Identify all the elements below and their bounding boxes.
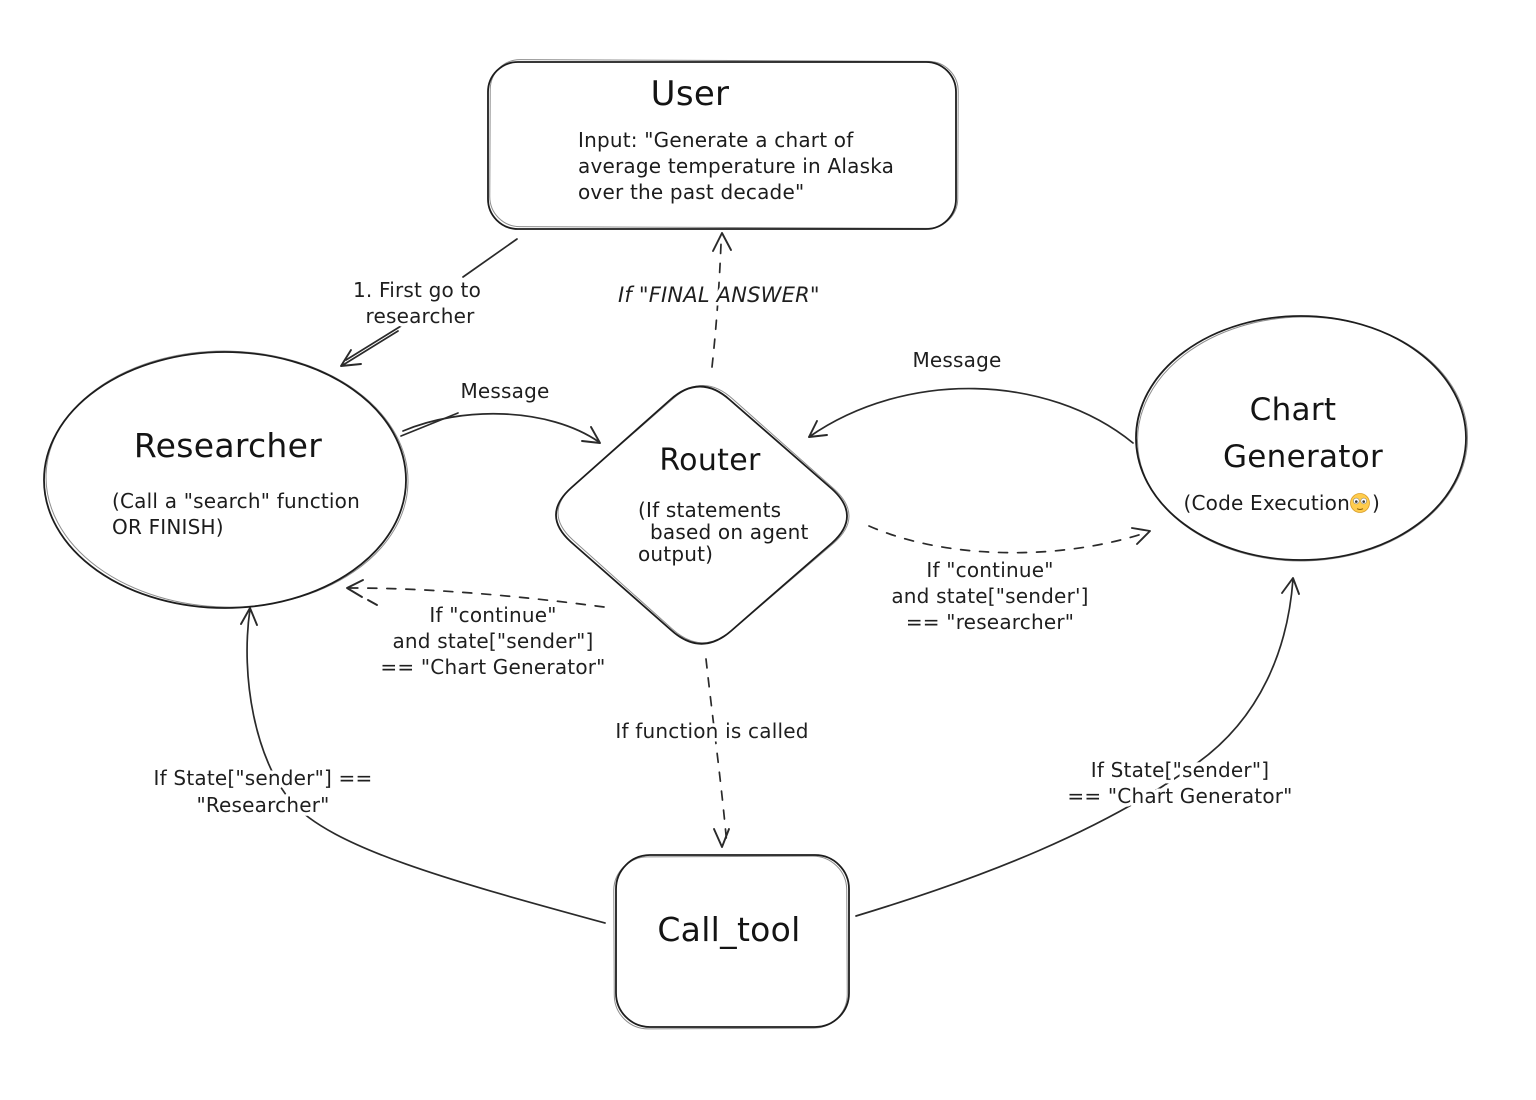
researcher-ellipse: [43, 351, 407, 609]
edge-researcher-to-router: [402, 412, 600, 443]
arrowhead-to-router-left: [581, 426, 601, 444]
router-node: Router (If statements based on agent out…: [555, 385, 850, 645]
edge-router-to-chart-generator: [868, 525, 1149, 554]
chart-generator-title-line: Generator: [1223, 439, 1383, 475]
arrowhead-to-call-tool: [713, 828, 730, 848]
arrowhead-to-chart-generator-dashed: [1131, 527, 1151, 545]
label-sender-chart-generator-line: If State["sender"]: [1091, 758, 1269, 782]
researcher-subtitle-line: OR FINISH): [112, 515, 224, 539]
edge-labels: 1. First go to researcher If "FINAL ANSW…: [150, 275, 1296, 821]
label-sender-researcher-line: If State["sender"] ==: [154, 766, 373, 790]
edge-call-tool-to-chart-generator: [855, 578, 1294, 917]
arrowhead-to-researcher-bottom: [240, 607, 258, 626]
researcher-subtitle-line: (Call a "search" function: [112, 489, 360, 513]
researcher-node: Researcher (Call a "search" function OR …: [43, 350, 409, 609]
label-continue-chart-generator-line: and state["sender"]: [392, 629, 593, 653]
edge-user-to-researcher: [462, 238, 518, 278]
label-sender-researcher-line: "Researcher": [196, 793, 329, 817]
router-subtitle-line: based on agent: [650, 520, 809, 544]
arrowhead-to-chart-generator-bottom: [1281, 577, 1300, 595]
edge-user-to-researcher: [342, 330, 399, 366]
call-tool-box-sketch-stroke: [613, 855, 848, 1030]
label-message-left: Message: [460, 379, 549, 403]
label-first-go-line: researcher: [365, 304, 475, 328]
label-continue-researcher-line: and state["sender']: [891, 584, 1088, 608]
chart-generator-ellipse: [1135, 315, 1467, 561]
user-box-sketch-stroke: [489, 59, 959, 229]
arrowhead-to-router-right: [808, 420, 828, 438]
edge-router-to-user: [711, 243, 722, 368]
chart-generator-title-line: Chart: [1250, 392, 1337, 428]
label-final-answer: If "FINAL ANSWER": [618, 283, 820, 307]
chart-generator-subtitle-prefix: (Code Execution: [1183, 491, 1350, 515]
user-input-line: over the past decade": [578, 180, 804, 204]
edge-researcher-to-router-sketch-stroke: [400, 412, 459, 437]
chart-generator-subtitle-suffix: ): [1372, 491, 1380, 515]
edge-chart-generator-to-router: [808, 387, 1134, 444]
arrowhead-to-researcher-dashed: [346, 579, 364, 598]
user-node: User Input: "Generate a chart of average…: [487, 59, 959, 230]
user-input-line: average temperature in Alaska: [578, 154, 894, 178]
call-tool-title: Call_tool: [657, 910, 800, 949]
label-function-called: If function is called: [615, 719, 808, 743]
label-continue-chart-generator-line: If "continue": [429, 603, 556, 627]
arrowhead-to-researcher: [340, 349, 362, 367]
label-message-right: Message: [912, 348, 1001, 372]
label-sender-chart-generator-line: == "Chart Generator": [1067, 784, 1292, 808]
router-title: Router: [659, 443, 761, 478]
researcher-title: Researcher: [134, 426, 322, 465]
flushed-face-emoji: [1350, 493, 1370, 513]
researcher-ellipse-sketch-stroke: [45, 350, 409, 608]
chart-generator-ellipse-sketch-stroke: [1137, 316, 1469, 562]
router-diamond-sketch-stroke: [557, 385, 850, 644]
arrowhead-sketch-tick: [367, 599, 378, 606]
edges: [240, 232, 1300, 924]
arrowhead-to-user: [712, 232, 732, 252]
label-first-go-line: 1. First go to: [353, 278, 481, 302]
edge-call-tool-to-researcher: [246, 608, 606, 924]
chart-generator-node: Chart Generator (Code Execution ): [1135, 315, 1469, 562]
call-tool-box: [615, 854, 850, 1028]
call-tool-node: Call_tool: [613, 854, 850, 1030]
router-subtitle-line: output): [638, 542, 713, 566]
user-title: User: [651, 74, 730, 114]
edge-router-to-call-tool: [705, 658, 728, 847]
user-input-line: Input: "Generate a chart of: [578, 128, 854, 152]
label-continue-chart-generator-line: == "Chart Generator": [380, 655, 605, 679]
router-subtitle-line: (If statements: [638, 498, 781, 522]
label-continue-researcher-line: == "researcher": [906, 610, 1074, 634]
label-continue-researcher-line: If "continue": [926, 558, 1053, 582]
edge-user-to-researcher-sketch-stroke: [345, 325, 402, 361]
user-box: [487, 61, 957, 230]
